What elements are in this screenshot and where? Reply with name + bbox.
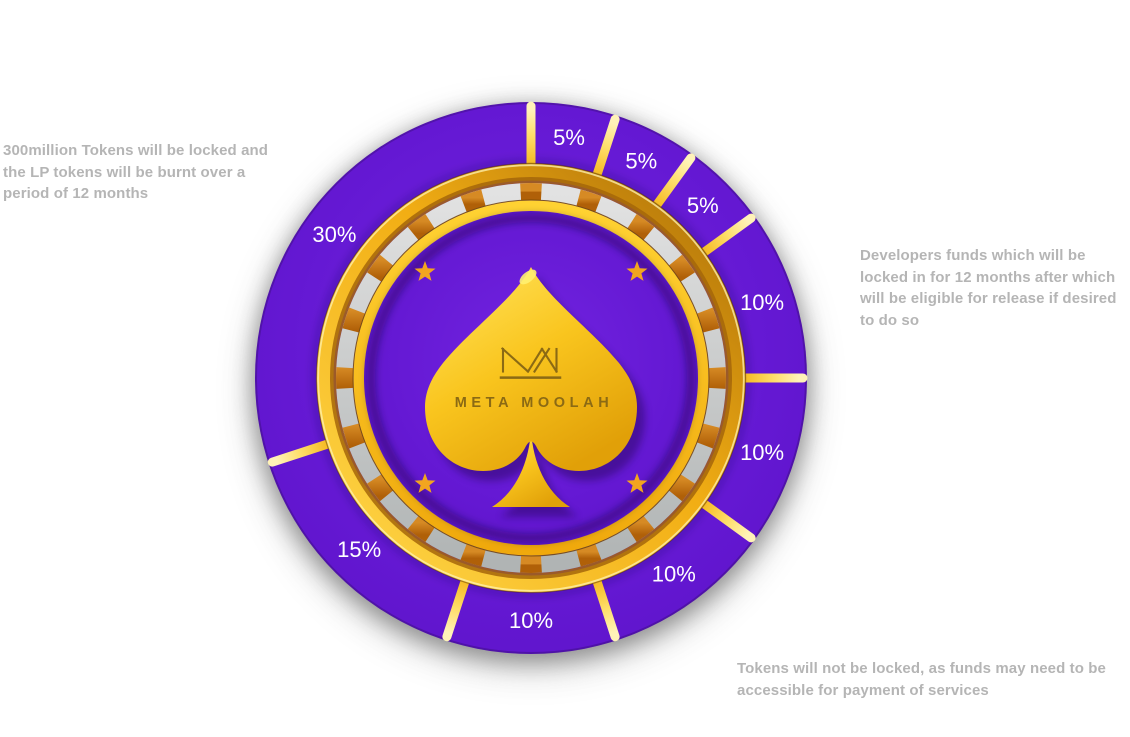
chip-edge-dash <box>705 311 711 331</box>
chip-edge-dash <box>579 198 599 204</box>
chip-edge-dash <box>579 552 599 558</box>
chip-edge-dash <box>705 426 711 446</box>
chip-edge-dash <box>676 260 688 277</box>
chip-edge-dash <box>351 426 357 446</box>
segment-label: 5% <box>553 125 585 150</box>
chip-edge-dash <box>464 198 484 204</box>
segment-label: 10% <box>509 608 553 633</box>
chip-edge-dash <box>632 523 649 535</box>
segment-label: 5% <box>625 149 657 174</box>
chip-edge-dash <box>676 479 688 496</box>
segment-label: 15% <box>337 537 381 562</box>
segment-label: 5% <box>687 193 719 218</box>
chip-edge-dash <box>351 311 357 331</box>
chip-edge-dash <box>374 260 386 277</box>
segment-label: 30% <box>312 222 356 247</box>
segment-label: 10% <box>652 562 696 587</box>
chip-edge-dash <box>374 479 386 496</box>
segment-label: 10% <box>740 290 784 315</box>
chip-edge-dash <box>464 552 484 558</box>
brand-name: META MOOLAH <box>455 395 614 411</box>
segment-label: 10% <box>740 440 784 465</box>
chip-edge-dash <box>632 221 649 233</box>
chip-edge-dash <box>413 523 430 535</box>
chip-edge-dash <box>413 221 430 233</box>
